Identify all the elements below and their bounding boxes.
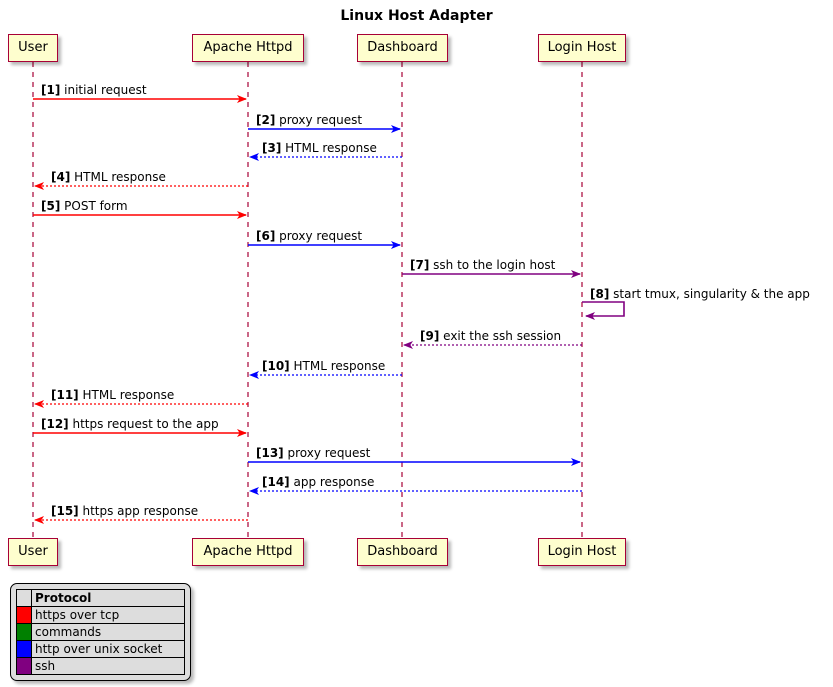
legend-row: ssh bbox=[16, 657, 185, 675]
message-label-2: [2] proxy request bbox=[256, 113, 363, 127]
legend-header-swatch bbox=[16, 589, 32, 607]
message-label-10: [10] HTML response bbox=[262, 359, 386, 373]
participant-login-host[interactable]: Login Host bbox=[538, 538, 626, 566]
participant-apache-httpd[interactable]: Apache Httpd bbox=[192, 538, 304, 566]
participant-user[interactable]: User bbox=[8, 538, 58, 566]
self-message-arrow-8 bbox=[582, 301, 625, 320]
legend-row: https over tcp bbox=[16, 606, 185, 624]
participant-user[interactable]: User bbox=[8, 34, 58, 62]
legend-header-label: Protocol bbox=[31, 589, 185, 607]
message-label-11: [11] HTML response bbox=[51, 388, 175, 402]
legend-row: http over unix socket bbox=[16, 640, 185, 658]
legend-color-swatch bbox=[16, 640, 32, 658]
message-label-12: [12] https request to the app bbox=[41, 417, 219, 431]
legend-row: commands bbox=[16, 623, 185, 641]
participant-dashboard[interactable]: Dashboard bbox=[357, 34, 448, 62]
participant-login-host[interactable]: Login Host bbox=[538, 34, 626, 62]
message-label-1: [1] initial request bbox=[41, 83, 147, 97]
legend-row-label: https over tcp bbox=[31, 606, 185, 624]
message-label-3: [3] HTML response bbox=[262, 141, 377, 155]
legend-row-label: commands bbox=[31, 623, 185, 641]
message-label-5: [5] POST form bbox=[41, 199, 128, 213]
participant-dashboard[interactable]: Dashboard bbox=[357, 538, 448, 566]
legend-row-label: ssh bbox=[31, 657, 185, 675]
legend-header-row: Protocol bbox=[16, 589, 185, 607]
message-label-15: [15] https app response bbox=[51, 504, 199, 518]
message-label-6: [6] proxy request bbox=[256, 229, 363, 243]
legend-row-label: http over unix socket bbox=[31, 640, 185, 658]
message-label-9: [9] exit the ssh session bbox=[420, 329, 562, 343]
legend-color-swatch bbox=[16, 623, 32, 641]
message-label-13: [13] proxy request bbox=[256, 446, 371, 460]
message-label-8: [8] start tmux, singularity & the app bbox=[590, 287, 810, 301]
page-title: Linux Host Adapter bbox=[340, 8, 493, 24]
message-label-14: [14] app response bbox=[262, 475, 375, 489]
legend-color-swatch bbox=[16, 657, 32, 675]
message-label-4: [4] HTML response bbox=[51, 170, 166, 184]
message-label-7: [7] ssh to the login host bbox=[410, 258, 556, 272]
legend-color-swatch bbox=[16, 606, 32, 624]
participant-apache-httpd[interactable]: Apache Httpd bbox=[192, 34, 304, 62]
